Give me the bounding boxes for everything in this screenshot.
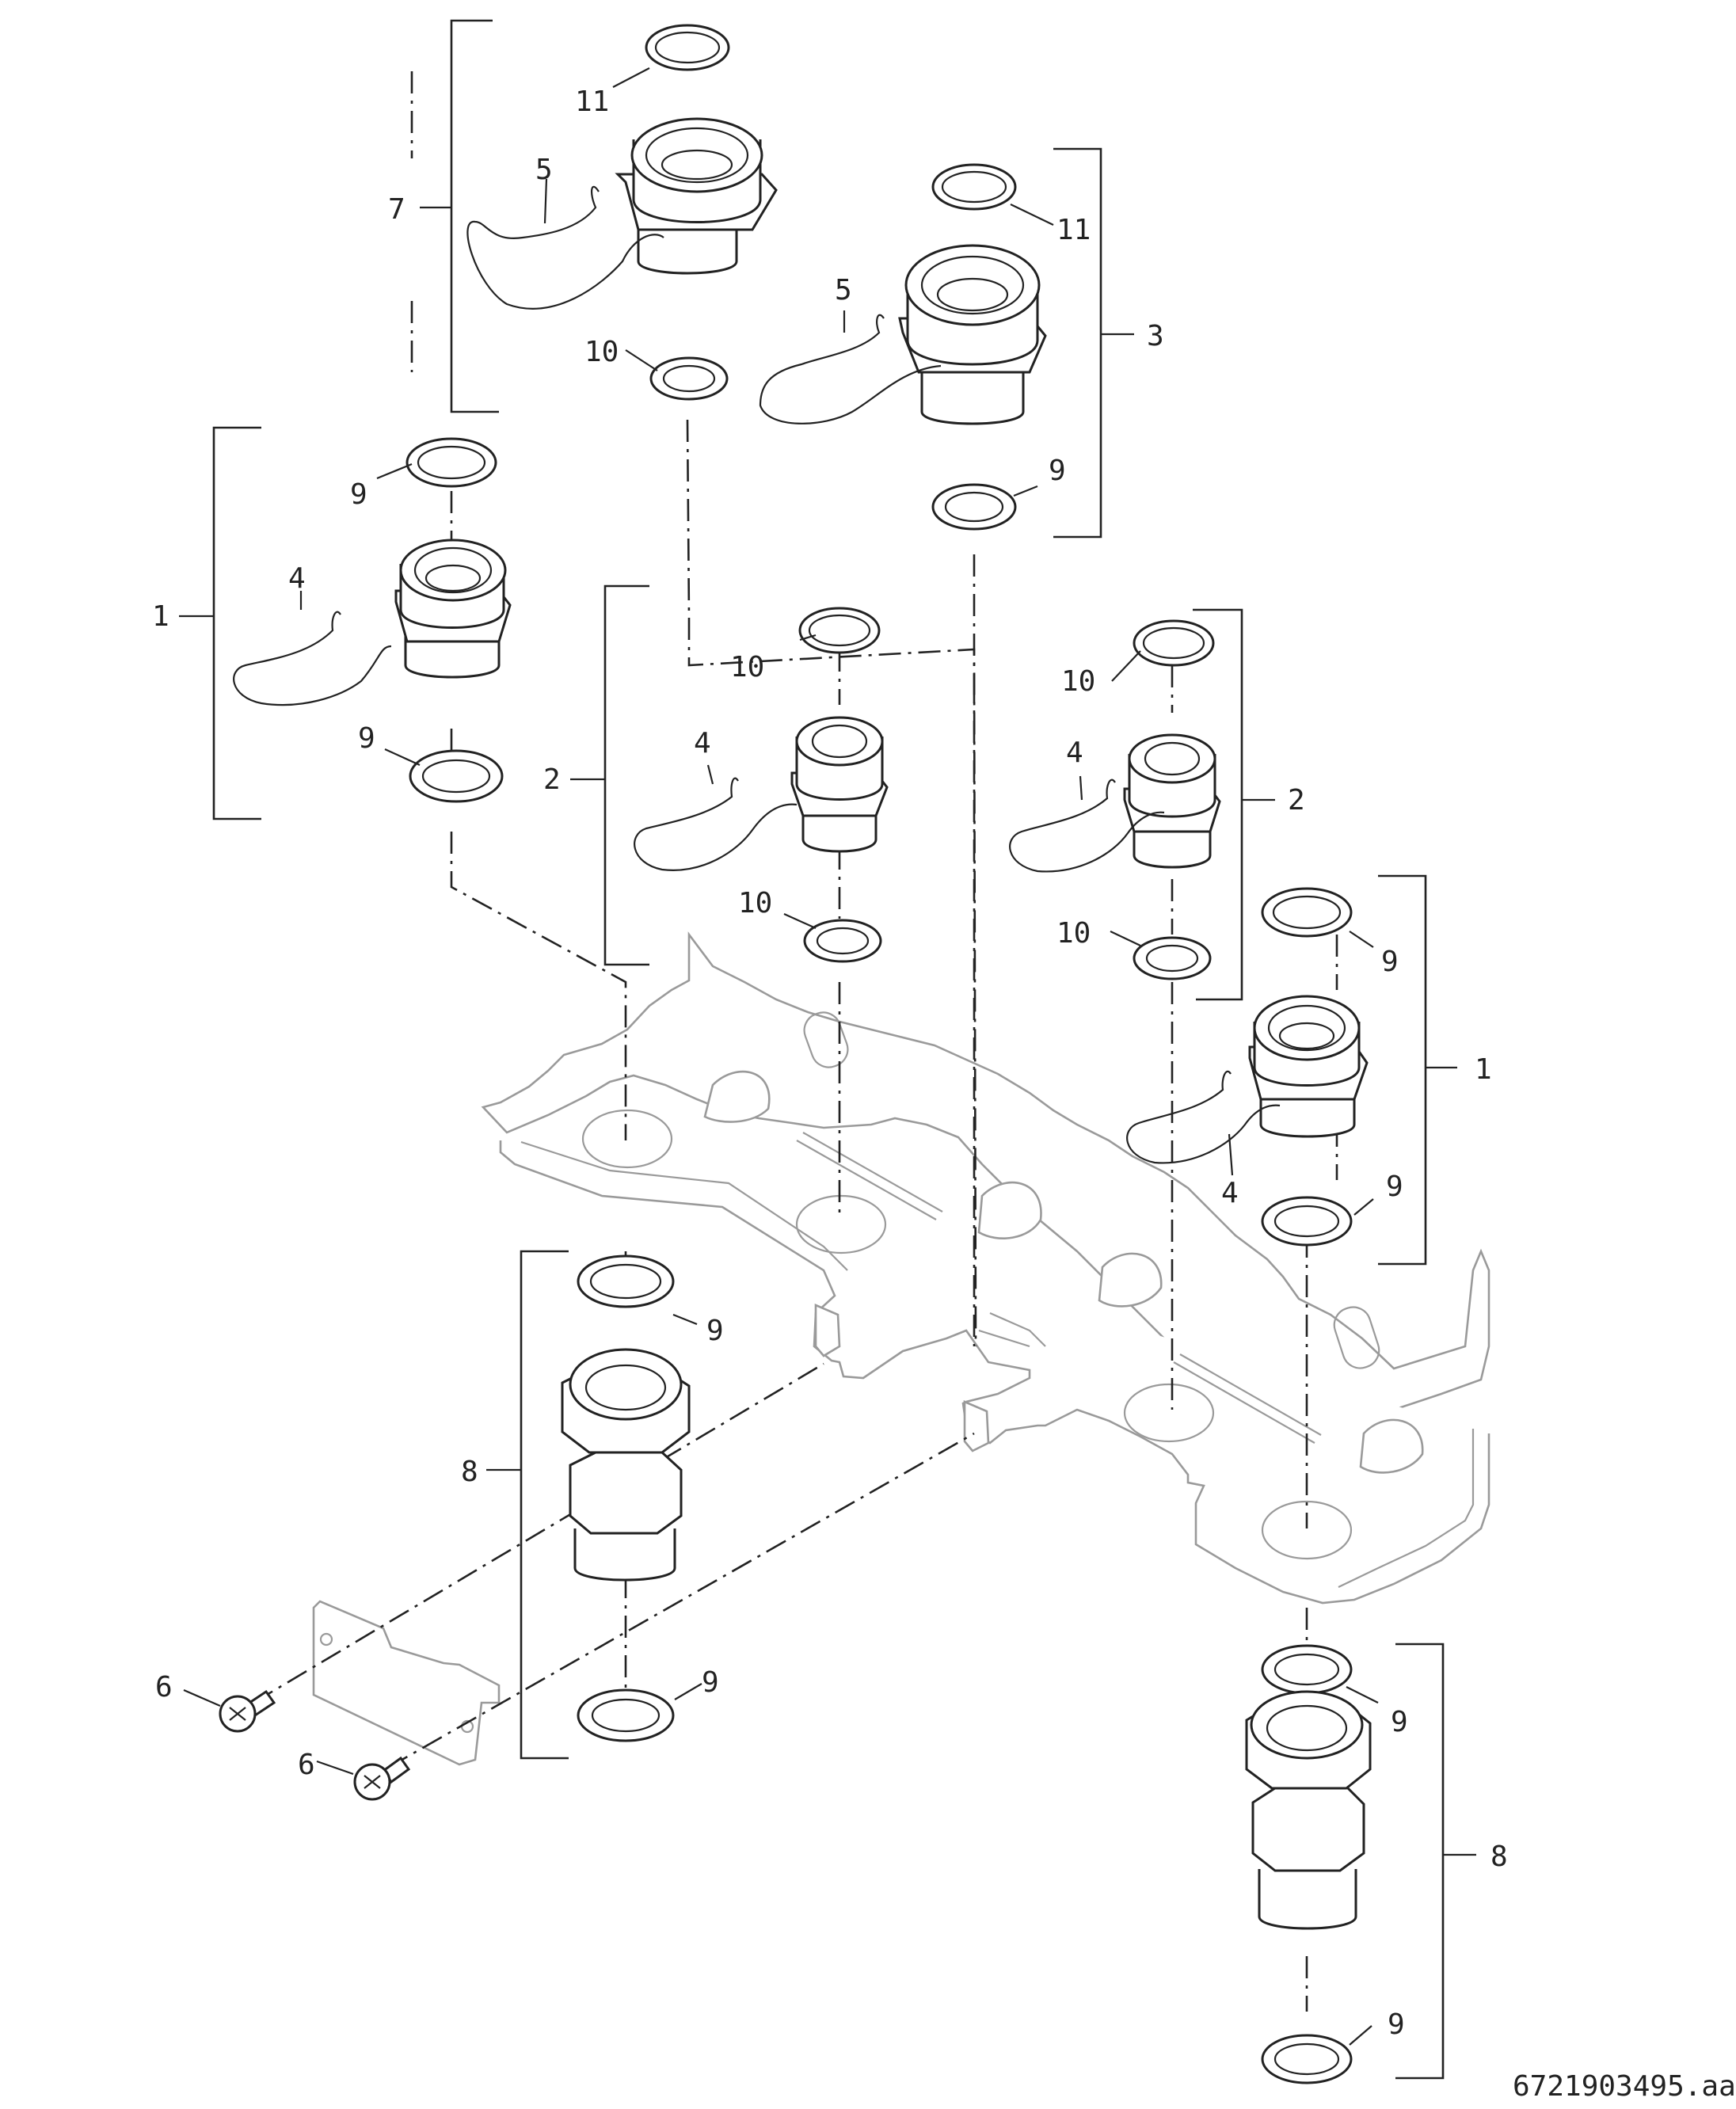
callout-2-mid: 2 [543, 763, 561, 796]
callout-1-right: 1 [1475, 1053, 1492, 1086]
callout-8-right: 8 [1490, 1841, 1508, 1873]
callout-10-e: 10 [1056, 917, 1091, 950]
callout-4-c: 4 [1066, 737, 1083, 769]
callout-1-left: 1 [152, 600, 169, 633]
callout-9-h: 9 [1391, 1706, 1408, 1738]
assembly-axes [253, 71, 1338, 2012]
callout-10-a: 10 [584, 336, 619, 368]
spring-clips [233, 185, 1281, 1164]
screws [219, 1689, 411, 1801]
callout-9-d: 9 [1381, 946, 1399, 978]
group-brackets [179, 19, 1476, 2080]
drawing-id: 6721903495.aa [1513, 2070, 1736, 2103]
callout-7: 7 [388, 193, 405, 226]
callout-9-a: 9 [1049, 455, 1066, 487]
callout-9-c: 9 [358, 722, 375, 755]
callout-9-e: 9 [1386, 1171, 1403, 1203]
callout-3: 3 [1147, 320, 1164, 352]
callout-9-f: 9 [706, 1315, 724, 1347]
callout-11-b: 11 [1056, 214, 1091, 246]
callout-4-b: 4 [694, 727, 711, 759]
callout-10-c: 10 [738, 887, 772, 919]
callout-2-right: 2 [1288, 784, 1305, 817]
callout-6-a: 6 [155, 1671, 173, 1704]
callout-labels: 7 11 5 11 5 3 10 9 9 4 1 9 10 4 2 10 10 … [152, 86, 1736, 2103]
callout-11-a: 11 [575, 86, 609, 118]
retaining-strip [312, 1600, 501, 1766]
callout-10-b: 10 [730, 651, 764, 683]
callout-5-b: 5 [835, 274, 852, 306]
leader-lines [183, 67, 1379, 2046]
seal-rings [405, 24, 1353, 2084]
callout-8-left: 8 [461, 1456, 478, 1488]
union-fittings [394, 117, 1372, 1930]
callout-5-a: 5 [535, 154, 553, 186]
callout-6-b: 6 [298, 1749, 315, 1781]
callout-9-i: 9 [1388, 2008, 1405, 2041]
callout-10-d: 10 [1061, 665, 1095, 698]
callout-9-g: 9 [702, 1666, 719, 1699]
mounting-bracket-plate [481, 931, 1490, 1605]
callout-4-d: 4 [1221, 1177, 1239, 1209]
callout-4-a: 4 [288, 562, 306, 595]
callout-9-b: 9 [350, 478, 367, 511]
